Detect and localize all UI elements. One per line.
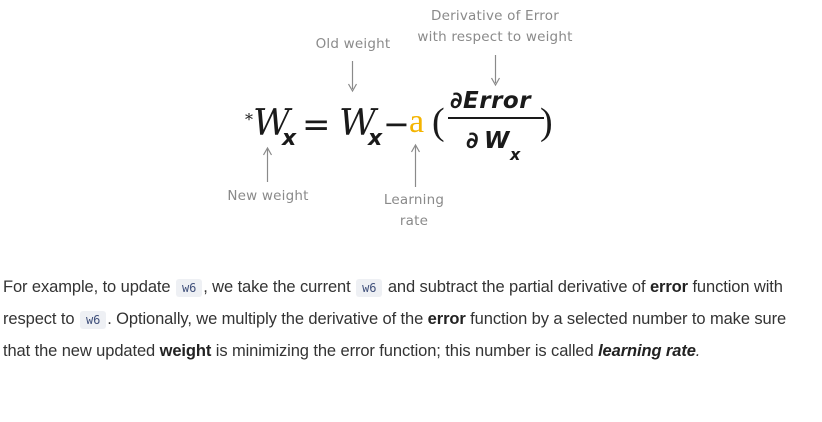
down-arrow-icon [347,61,358,93]
learning-rate-annotation-line1: Learning [383,192,445,208]
paragraph-text: , we take the current [203,278,356,296]
up-arrow-icon [262,146,273,182]
inline-code-w6: w6 [356,279,383,297]
paragraph-text: is minimizing the error function; this n… [211,342,599,360]
learning-rate-symbol: a [409,103,425,140]
learning-rate-annotation: Learning rate [368,190,460,232]
explanation-paragraph: For example, to update w6, we take the c… [3,272,815,367]
fraction-numerator: ∂Error [450,88,532,114]
paragraph-text: and subtract the partial derivative of [383,278,650,296]
bold-weight: weight [159,342,212,360]
old-weight-annotation: Old weight [315,36,391,52]
down-arrow-icon [490,55,501,87]
old-weight-subscript: x [368,126,383,151]
old-weight-symbol: W [339,103,377,144]
bold-error: error [427,310,466,328]
paragraph-end: . [695,342,701,360]
up-arrow-icon [410,143,421,187]
inline-code-w6: w6 [175,279,203,297]
new-weight-annotation: New weight [227,188,309,204]
fraction-denominator-subscript: x [510,145,521,164]
derivative-annotation-line2: with respect to weight [417,29,573,45]
paragraph-text: . Optionally, we multiply the derivative… [107,310,428,328]
minus-sign: − [383,105,410,143]
derivative-annotation: Derivative of Error with respect to weig… [405,6,585,48]
fraction-denominator-symbol: W [484,128,510,154]
derivative-annotation-line1: Derivative of Error [431,8,559,24]
equals-sign: = [302,105,331,145]
inline-code-w6: w6 [79,311,107,329]
paragraph-text: For example, to update [3,278,175,296]
close-paren: ) [540,101,553,143]
fraction-denominator-partial: ∂ [466,128,479,154]
paragraph-text: function with respect to [3,278,783,328]
bold-italic-learning-rate: learning rate [598,342,696,360]
new-weight-symbol: W [253,103,291,144]
prefix-star: * [245,110,253,129]
bold-error: error [649,278,688,296]
open-paren: ( [432,101,445,143]
formula-figure: Derivative of Error with respect to weig… [227,6,585,232]
new-weight-subscript: x [282,126,297,151]
paragraph-text: function by a selected number to make su… [3,310,787,360]
fraction-bar [448,117,544,119]
learning-rate-annotation-line2: rate [399,213,429,229]
